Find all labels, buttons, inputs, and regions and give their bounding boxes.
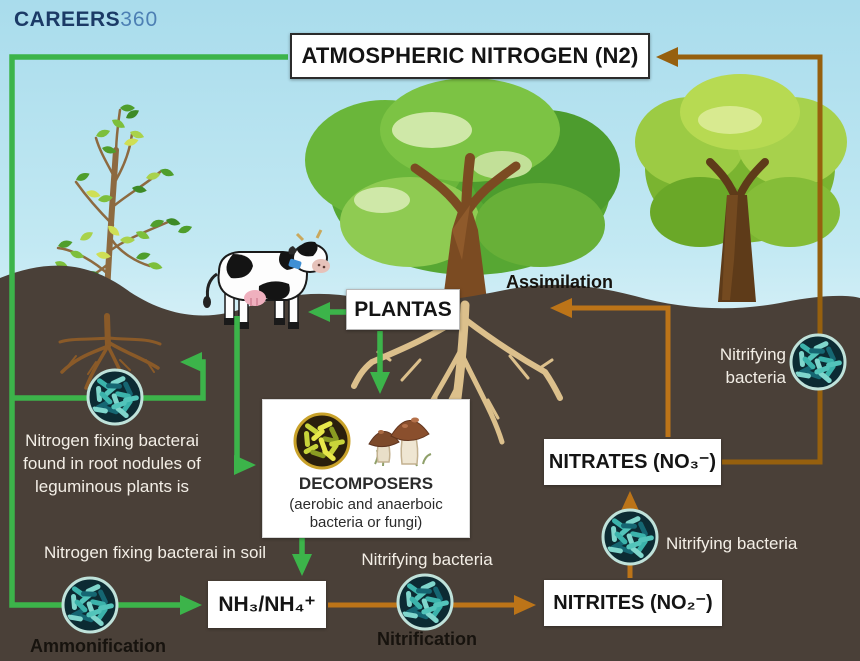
brand-suffix: 360 [120,8,159,31]
arrow-nitrates-to-atmosphere [656,47,823,465]
mushrooms-icon [368,417,432,467]
atmospheric-nitrogen-box: ATMOSPHERIC NITROGEN (N2) [290,33,650,79]
soil-fixing-label: Nitrogen fixing bacterai in soil [44,543,267,562]
nodule-bacteria-icon [88,370,142,424]
decomposers-title: DECOMPOSERS [298,474,434,493]
nitrifying-bacteria-mid-icon [603,510,657,564]
careers360-logo: CAREERS360 [14,8,158,32]
nodule-line-1: Nitrogen fixing bacterai [25,431,199,450]
nitrates-box: NITRATES (NO₃⁻) [544,439,721,485]
nitrification-label: Nitrification [377,629,478,649]
left-tree-roots [58,313,162,390]
nitrifying-bacteria-right-icon [791,335,845,389]
decomposers-subtitle: (aerobic and anaerboic bacteria or fungi… [289,496,443,531]
nitrification-bacteria-icon [398,575,452,629]
nitrifying-mid-label: Nitrifying bacteria [666,534,798,553]
left-tree-leaves [53,104,194,287]
arrow-cow-to-decomposers [234,316,256,475]
decomposer-bacteria-icon [293,412,351,470]
cow-illustration [203,229,330,329]
ammonification-bacteria-icon [63,578,117,632]
brand-name: CAREERS [14,8,121,31]
assimilation-label: Assimilation [506,272,614,292]
nodule-bacteria-label: Nitrogen fixing bacterai found in root n… [2,429,222,498]
nitrites-box: NITRITES (NO₂⁻) [544,580,722,626]
ammonification-label: Ammonification [30,636,167,656]
nodule-line-2: found in root nodules of [23,454,201,473]
arrow-nitrates-assimilation [550,298,671,437]
nitrifying-bottom-label: Nitrifying bacteria [361,550,493,569]
nitrifying-right-line-1: Nitrifying [719,345,786,364]
center-tree [305,78,620,308]
nitrifying-right-line-2: bacteria [725,368,786,387]
plantas-box: PLANTAS [346,289,460,330]
right-tree [635,74,847,302]
nodule-line-3: leguminous plants is [34,477,190,496]
nitrifying-right-label: Nitrifying bacteria [696,343,786,389]
arrow-bacteria-to-roots [142,352,206,401]
ammonium-box: NH₃/NH₄⁺ [208,581,326,628]
decomposers-box: DECOMPOSERS (aerobic and anaerboic bacte… [262,399,470,538]
